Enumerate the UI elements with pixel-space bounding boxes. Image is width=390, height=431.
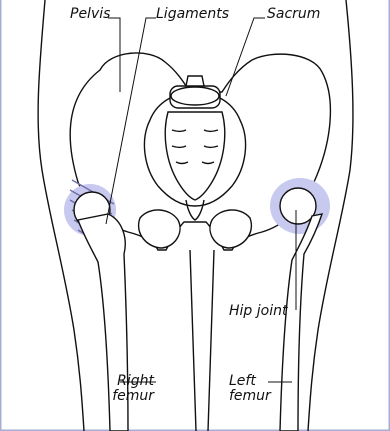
right-femur-label-line1: Right <box>112 374 154 389</box>
sacrum-label: Sacrum <box>267 7 320 22</box>
left-femur-label-line1: Left <box>229 374 271 389</box>
thigh-gap-left <box>190 250 196 431</box>
obturator-foramen-left <box>210 210 251 248</box>
obturator-foramen-right <box>139 210 180 248</box>
left-femur-label-line2: femur <box>229 389 271 404</box>
left-femur-label: Left femur <box>229 374 271 404</box>
thigh-gap-right <box>208 250 214 431</box>
ligaments-label: Ligaments <box>156 7 229 22</box>
vertebra-top-disc <box>171 87 219 105</box>
right-femur-label: Right femur <box>112 374 154 404</box>
pelvis-label: Pelvis <box>70 7 110 22</box>
left-femur-bone <box>280 214 322 431</box>
vertebra-spinous-process <box>186 76 204 86</box>
hip-joint-label: Hip joint <box>229 304 287 319</box>
right-femur-label-line2: femur <box>112 389 154 404</box>
